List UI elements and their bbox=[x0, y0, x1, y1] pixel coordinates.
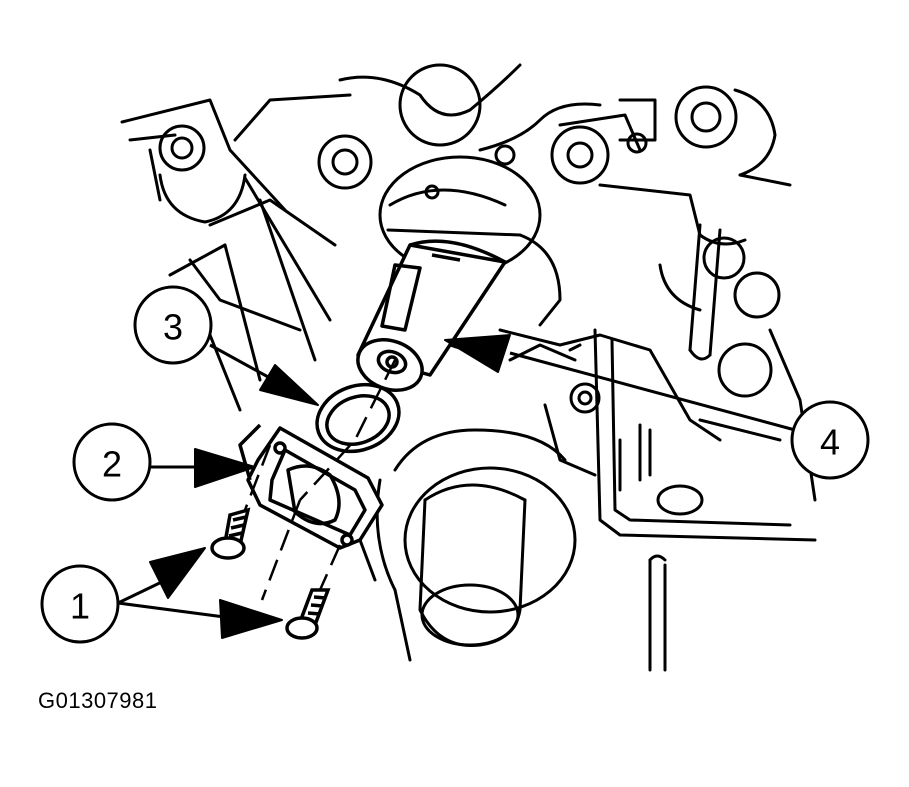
engine-block-background bbox=[120, 63, 817, 672]
bolt-upper bbox=[210, 507, 251, 560]
figure-code: G01307981 bbox=[38, 688, 158, 713]
seal-ring-part bbox=[315, 382, 401, 454]
leader-1-lower bbox=[117, 601, 233, 620]
shaft-part bbox=[356, 239, 507, 392]
callout-3: 3 bbox=[133, 285, 213, 365]
assembly-axis-lines bbox=[243, 359, 397, 601]
arrow-4-icon bbox=[444, 334, 511, 373]
callout-1-number: 1 bbox=[70, 586, 90, 627]
leader-4 bbox=[509, 351, 796, 432]
arrow-3-icon bbox=[259, 364, 319, 406]
arrow-2-icon bbox=[194, 448, 256, 488]
callout-1: 1 bbox=[40, 564, 120, 644]
leader-lines bbox=[117, 343, 796, 620]
arrowheads bbox=[149, 334, 511, 639]
callout-2-number: 2 bbox=[102, 444, 122, 485]
callout-4: 4 bbox=[790, 400, 870, 480]
arrow-1-lower-icon bbox=[219, 599, 283, 639]
callout-2: 2 bbox=[72, 422, 152, 502]
bolt-lower bbox=[285, 588, 331, 640]
callout-4-number: 4 bbox=[820, 422, 840, 463]
arrow-1-upper-icon bbox=[149, 547, 206, 599]
leader-3 bbox=[209, 343, 271, 380]
callout-3-number: 3 bbox=[163, 307, 183, 348]
